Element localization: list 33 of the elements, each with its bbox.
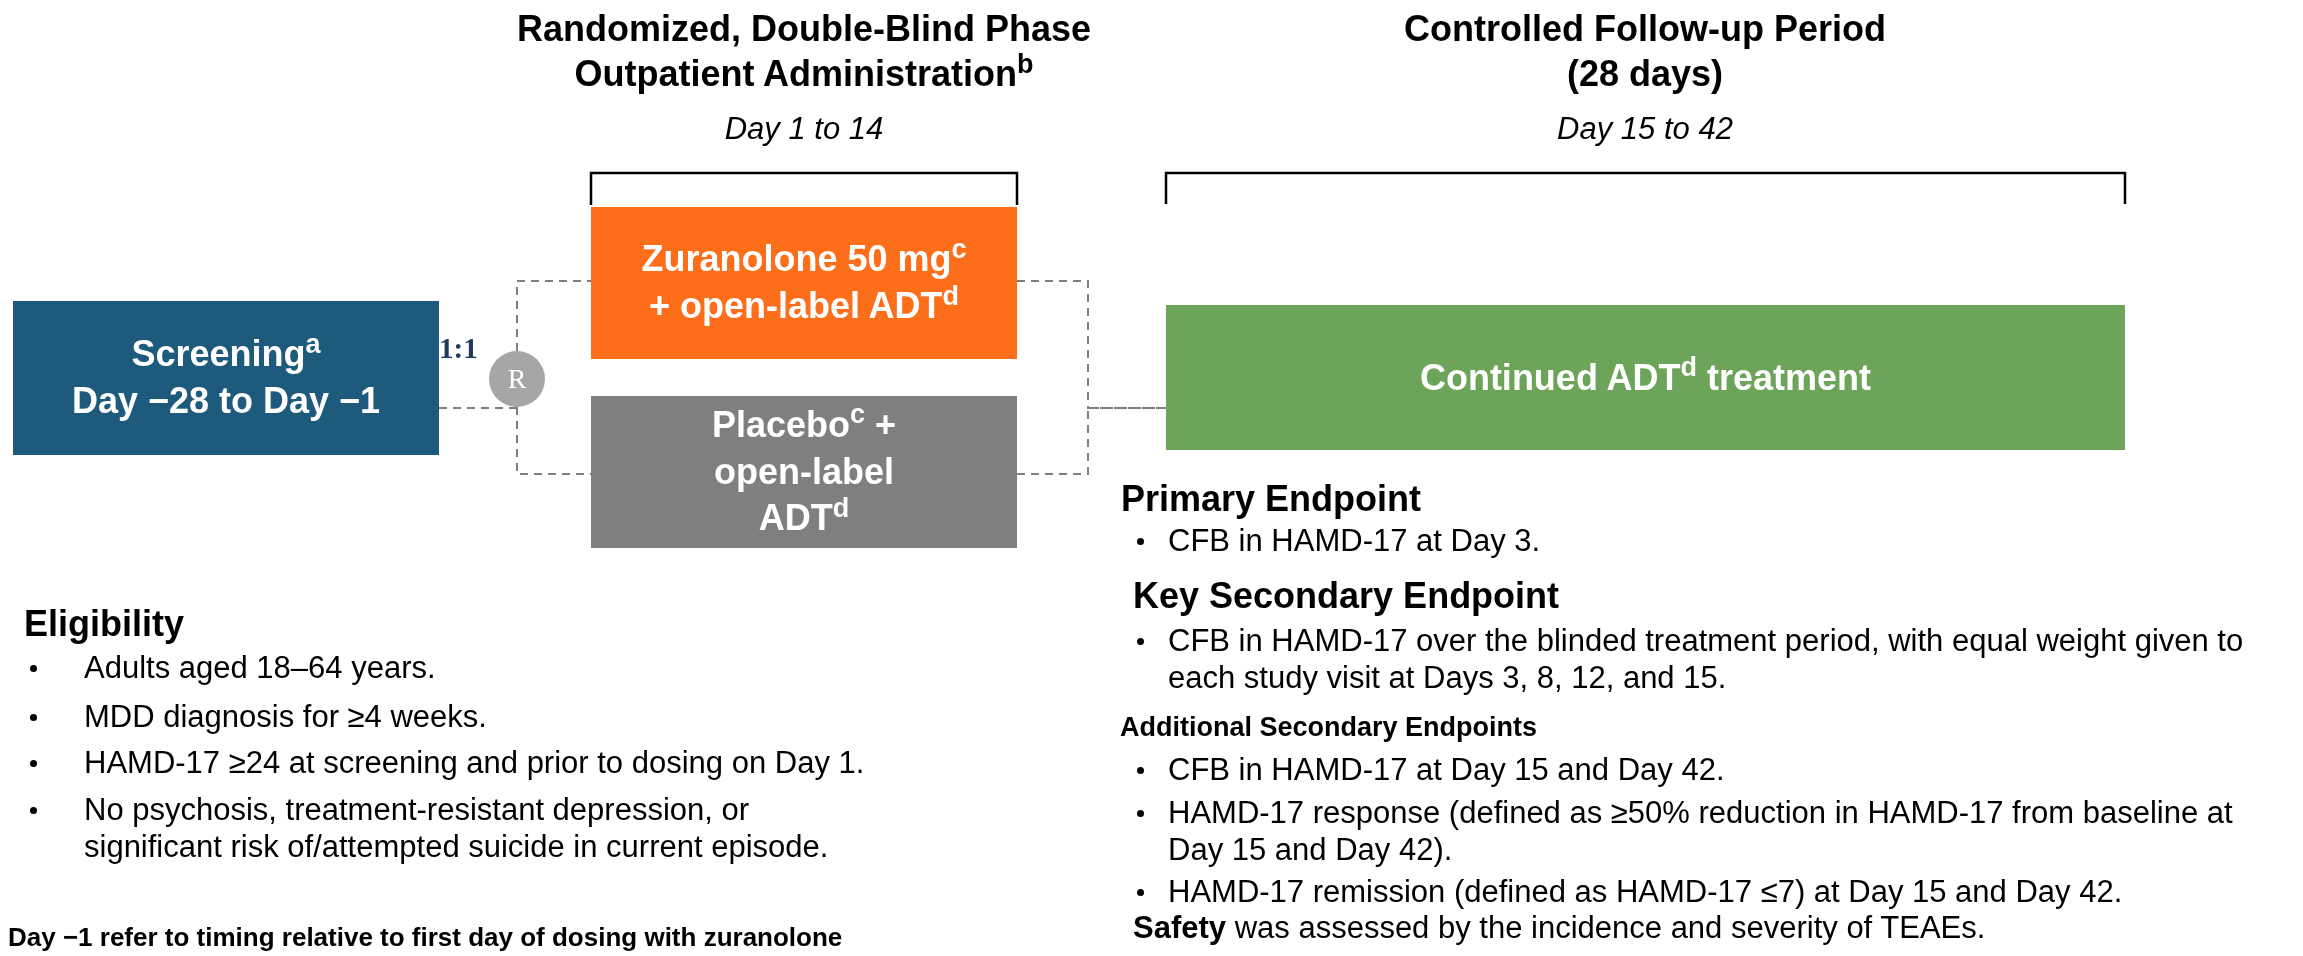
bullet-text: MDD diagnosis for ≥4 weeks. [84, 698, 488, 735]
phase-heading: Randomized, Double-Blind Phase Outpatient Administration$^{b}$ [515, 7, 1093, 96]
bullet-text: CFB in HAMD-17 over the blinded treatment period, with equal weight given to each study visit at Days 3, 8, 12, and 15. [1168, 622, 2245, 696]
follow-up-box [1166, 305, 2125, 450]
section-subheading: Additional Secondary Endpoints [1120, 711, 1539, 744]
bullet-text: CFB in HAMD-17 at Day 3. [1168, 522, 1542, 559]
node-text: R [507, 362, 527, 396]
node-text: Day −28 to Day −1 [71, 379, 381, 423]
section-heading: Primary Endpoint [1121, 477, 1423, 521]
bullet-text: HAMD-17 ≥24 at screening and prior to dosing on Day 1. [84, 744, 866, 781]
node-text: Continued ADT$^{d}$ treatment [1419, 351, 1872, 400]
bullet-text: HAMD-17 remission (defined as HAMD-17 ≤7) at Day 15 and Day 42. [1168, 873, 2124, 910]
section-heading: Eligibility [24, 602, 185, 646]
bullet-text: HAMD-17 response (defined as ≥50% reduction in HAMD-17 from baseline at Day 15 and Day 42). [1168, 794, 2234, 868]
node-text: Zuranolone 50 mg$^{c}$ + open-label ADT$^{d}$ [641, 236, 967, 328]
treatment-box [591, 207, 1017, 359]
ratio-label: 1:1 [439, 331, 478, 366]
phase-heading: Controlled Follow-up Period (28 days) [1403, 7, 1887, 96]
bullet-text: Adults aged 18–64 years. [84, 649, 437, 686]
bullet-text: CFB in HAMD-17 at Day 15 and Day 42. [1168, 751, 1726, 788]
bullet-text: No psychosis, treatment-resistant depression, or significant risk of/attempted suicide in current episode. [84, 791, 830, 865]
dashed-connector [516, 280, 592, 352]
period-label: Day 1 to 14 [723, 110, 885, 148]
node-text: Placebo$^{c}$ + open-label ADT$^{d}$ [710, 401, 898, 541]
dashed-connector [438, 406, 518, 409]
period-label: Day 15 to 42 [1556, 110, 1734, 148]
screening-box [13, 301, 439, 455]
placebo-box [591, 396, 1017, 548]
node-text: Screening$^{a}$ [131, 331, 321, 377]
note-text: Safety was assessed by the incidence and severity of TEAEs. [1133, 910, 1987, 946]
section-heading: Key Secondary Endpoint [1133, 574, 1561, 618]
dashed-connector [1016, 407, 1167, 475]
footnote-text: Day −1 refer to timing relative to first day of dosing with zuranolone [8, 921, 844, 954]
